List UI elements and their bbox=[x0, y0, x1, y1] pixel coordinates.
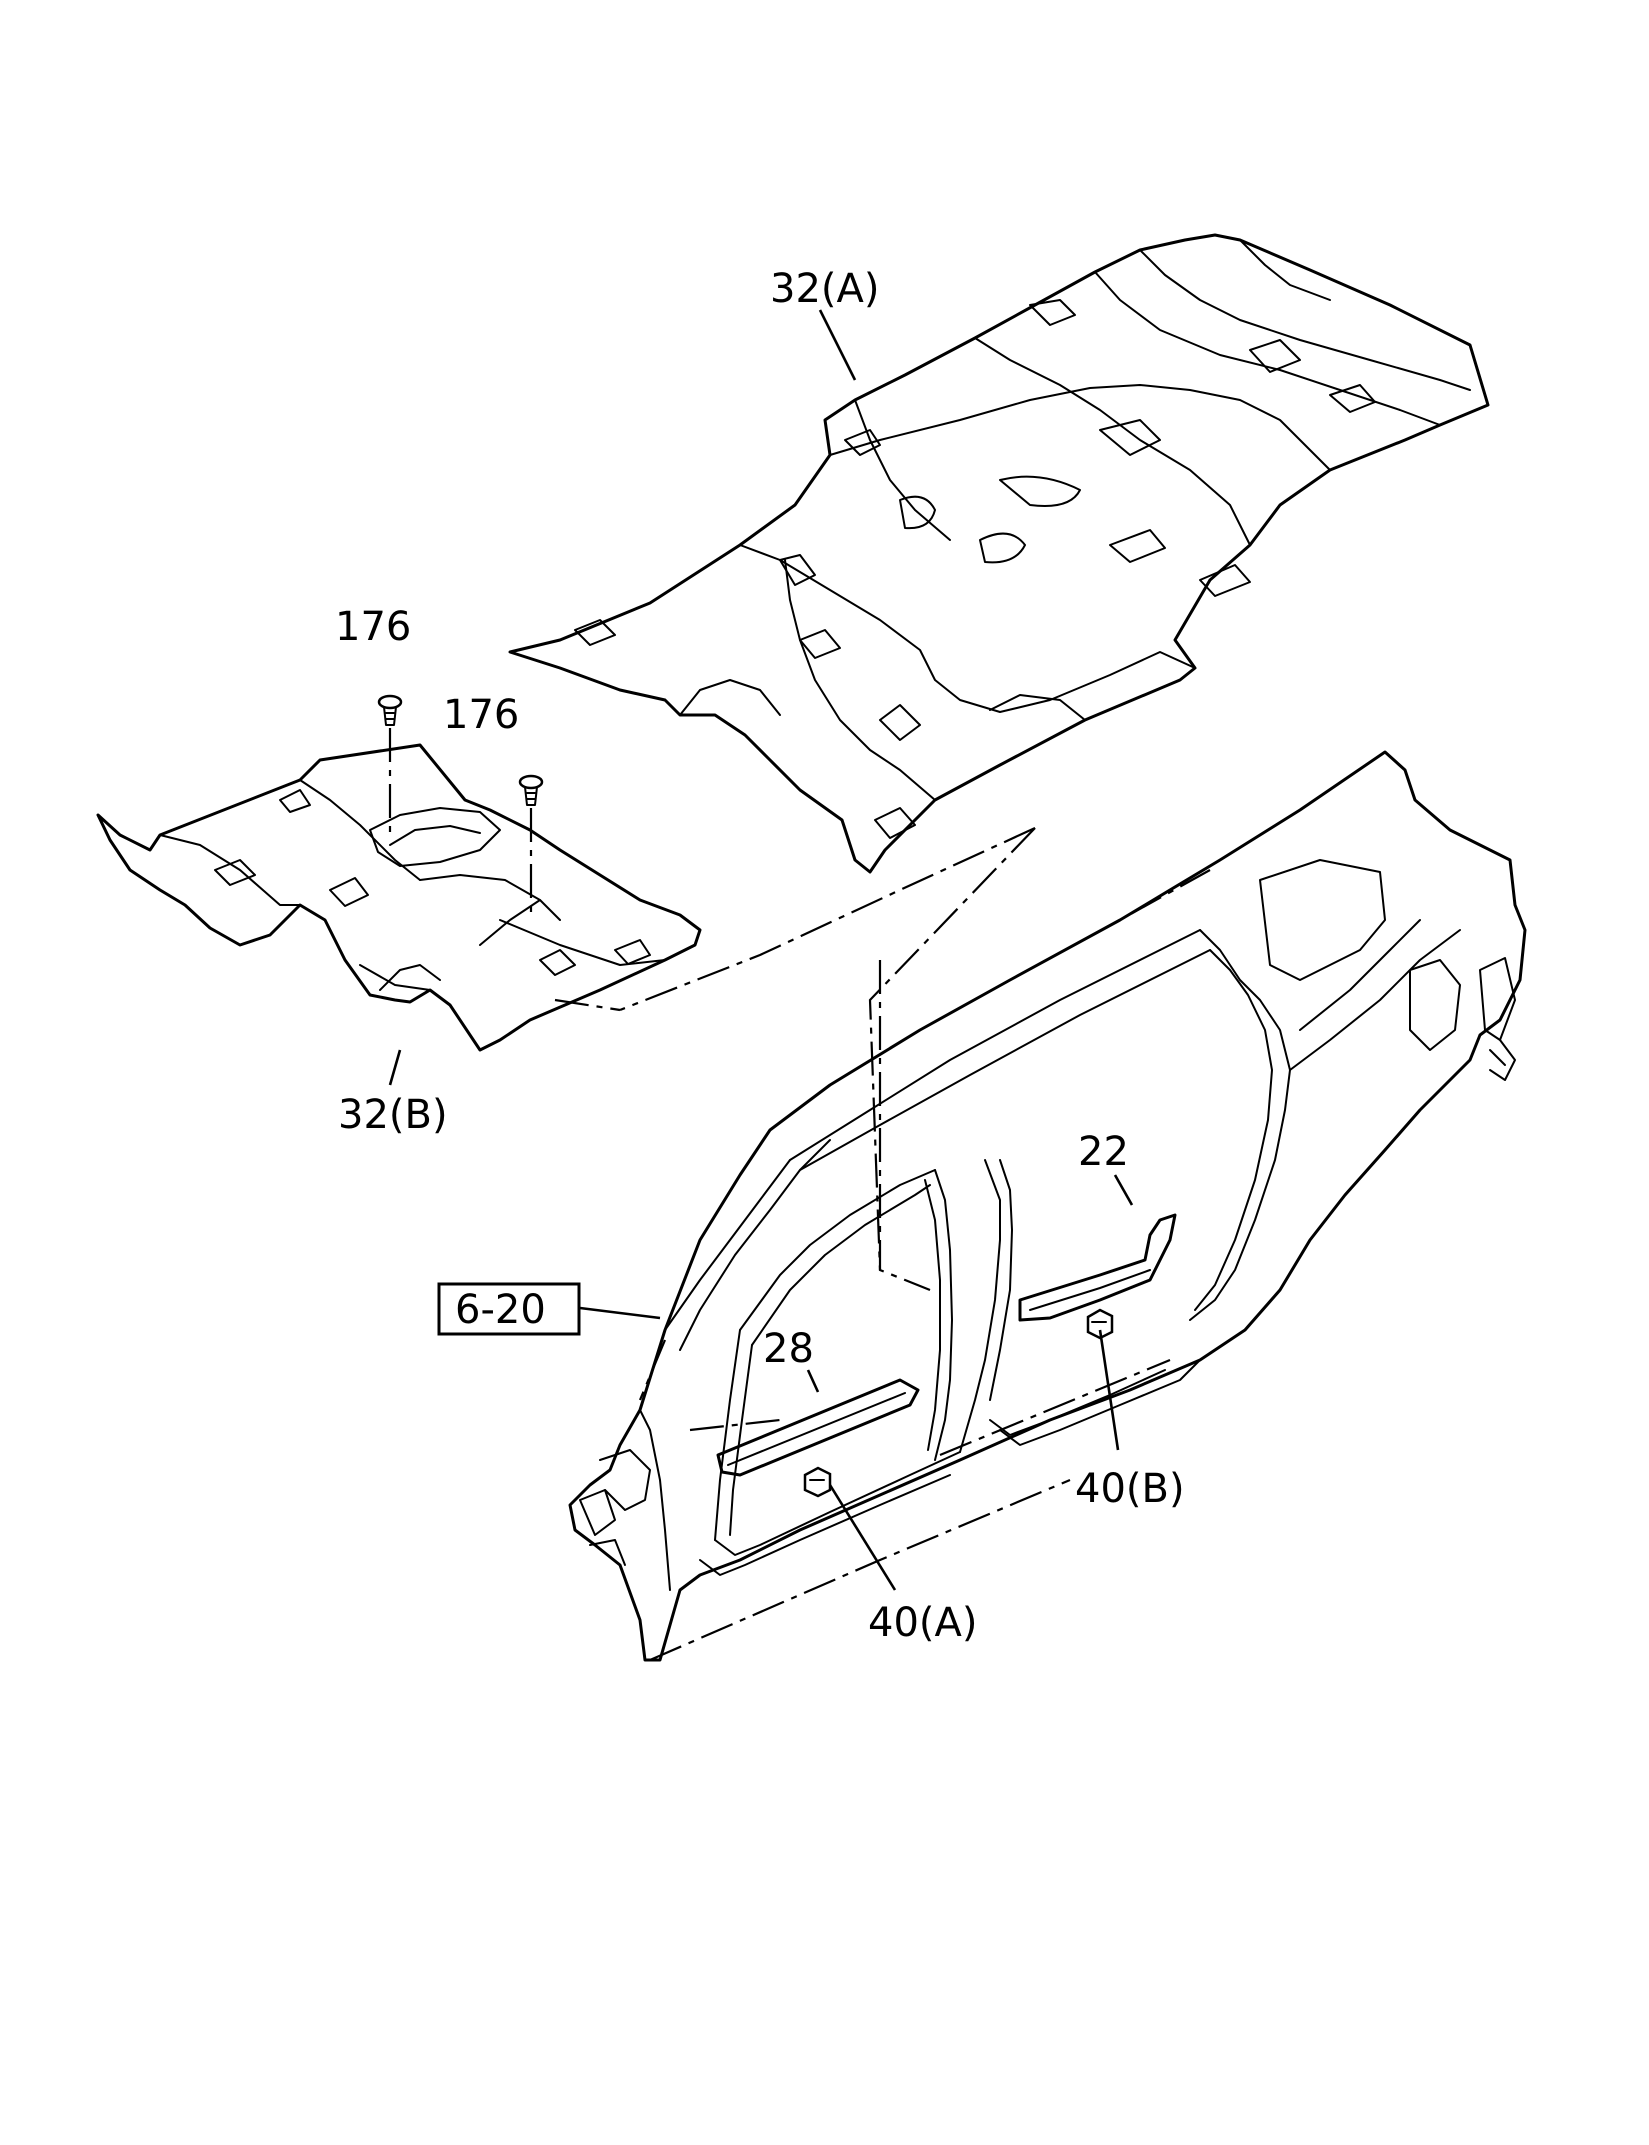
label-40a: 40(A) bbox=[868, 1600, 977, 1646]
leader-lines bbox=[388, 309, 1134, 1591]
label-176-left: 176 bbox=[335, 604, 411, 650]
front-scuff-plate bbox=[716, 1378, 920, 1477]
label-40b: 40(B) bbox=[1075, 1466, 1185, 1512]
rear-floor-carpet bbox=[96, 743, 702, 1052]
label-6-20: 6-20 bbox=[455, 1287, 546, 1333]
section-reference-box[interactable]: 6-20 bbox=[437, 1282, 581, 1336]
screw-right-icon bbox=[518, 774, 544, 806]
clip-b-icon bbox=[1086, 1308, 1114, 1340]
front-floor-carpet bbox=[508, 233, 1490, 874]
screw-left-icon bbox=[377, 694, 403, 726]
clip-a-icon bbox=[803, 1466, 832, 1498]
assembly-lines bbox=[554, 827, 1211, 1662]
screw-install-lines bbox=[388, 728, 533, 920]
label-32b: 32(B) bbox=[338, 1092, 448, 1138]
rear-scuff-plate bbox=[1018, 1213, 1177, 1322]
body-side-panel bbox=[568, 750, 1527, 1662]
label-176-right: 176 bbox=[443, 692, 519, 738]
label-28: 28 bbox=[763, 1326, 814, 1372]
label-32a: 32(A) bbox=[770, 266, 879, 312]
label-22: 22 bbox=[1078, 1129, 1129, 1175]
